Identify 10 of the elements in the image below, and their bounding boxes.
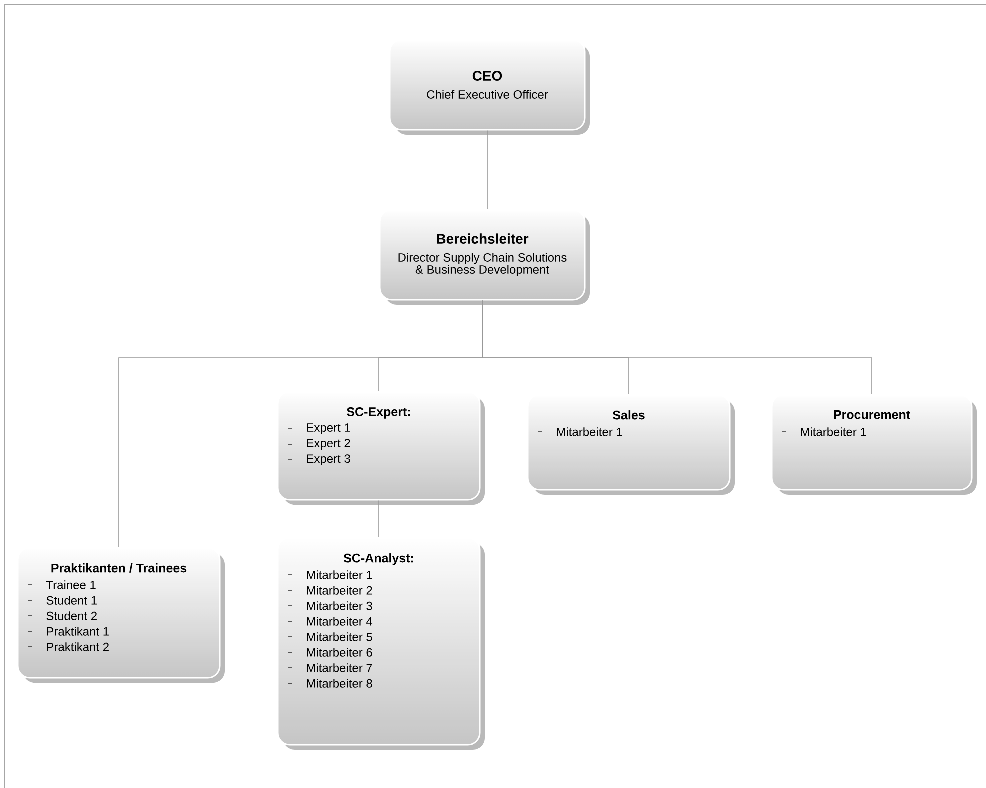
org-box: Procurement Mitarbeiter 1	[771, 394, 977, 495]
connector-line	[487, 130, 488, 210]
org-box: SC-Expert: Expert 1 Expert 2 Expert 3	[277, 391, 485, 505]
connector-line	[118, 300, 483, 548]
org-box: Bereichsleiter Director Supply Chain Solutions & Business Development	[379, 209, 590, 305]
org-box: Sales Mitarbeiter 1	[527, 394, 735, 495]
org-box: Praktikanten / Trainees Trainee 1 Student 1 Student 2 Praktikant 1 Praktikant 2	[17, 547, 225, 683]
org-box: CEO Chief Executive Officer	[389, 39, 590, 135]
connector-line	[378, 500, 380, 538]
org-box: SC-Analyst: Mitarbeiter 1 Mitarbeiter 2 Mitarbeiter 3 Mitarbeiter 4 Mitarbeiter 5 Mitarbeiter 6 Mitarbeiter 7 Mitarbeiter 8	[277, 537, 485, 750]
